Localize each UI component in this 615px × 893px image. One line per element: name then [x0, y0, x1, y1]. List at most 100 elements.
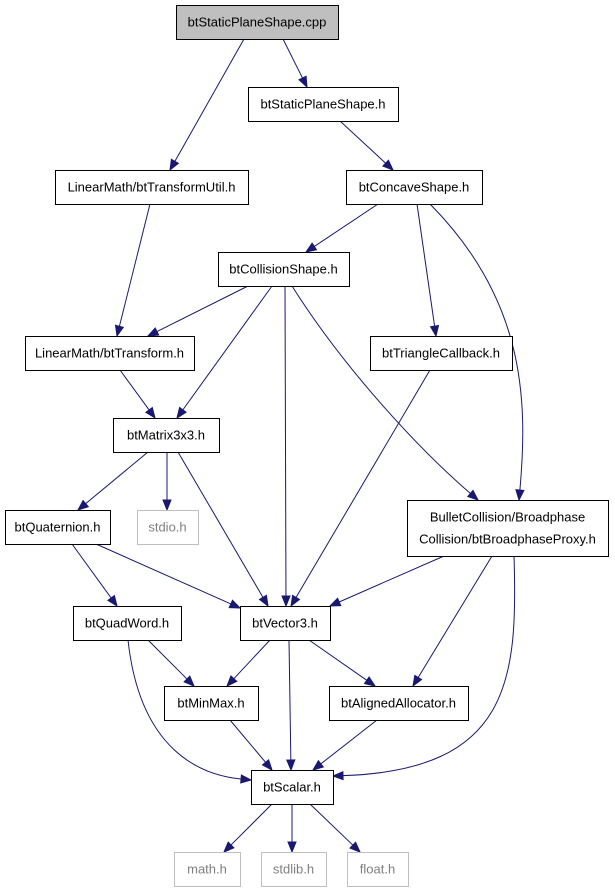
node-label: btQuaternion.h — [14, 520, 100, 535]
arrowhead-icon — [240, 774, 253, 784]
node-btQuadWord_h[interactable]: btQuadWord.h — [73, 606, 182, 641]
edge-btTransform_h-to-btMatrix3x3_h — [119, 369, 156, 420]
node-btTriangleCallback_h[interactable]: btTriangleCallback.h — [370, 336, 513, 371]
node-float_h: float.h — [347, 852, 409, 887]
node-btConcaveShape_h[interactable]: btConcaveShape.h — [346, 170, 483, 205]
edge-btVector3_h-to-btMinMax_h — [226, 639, 271, 687]
edge-line — [147, 639, 188, 680]
node-box — [370, 336, 513, 371]
arrowhead-icon — [349, 841, 361, 853]
edge-line — [320, 719, 378, 765]
node-btMinMax_h[interactable]: btMinMax.h — [164, 686, 259, 721]
arrowhead-icon — [412, 674, 423, 688]
edge-line — [233, 639, 271, 680]
edge-line — [230, 803, 273, 846]
arrowhead-icon — [331, 770, 344, 781]
node-label: btScalar.h — [263, 780, 321, 795]
edge-line — [177, 451, 264, 598]
edge-line — [156, 285, 249, 332]
edge-line — [119, 369, 150, 411]
edge-btQuaternion_h-to-btQuadWord_h — [71, 543, 118, 608]
edges-layer — [71, 38, 525, 854]
edge-btScalar_h-to-float_h — [309, 803, 361, 853]
node-btCollisionShape_h[interactable]: btCollisionShape.h — [218, 252, 350, 287]
node-label: btMatrix3x3.h — [127, 428, 205, 443]
edge-line — [417, 555, 493, 678]
node-box — [251, 770, 334, 805]
edge-btConcaveShape_h-to-btBroadphaseProxy_h — [429, 203, 525, 502]
node-box — [164, 686, 259, 721]
arrowhead-icon — [429, 324, 440, 338]
edge-btConcaveShape_h-to-btTriangleCallback_h — [416, 203, 440, 338]
edge-btBroadphaseProxy_h-to-btScalar_h — [331, 555, 516, 781]
edge-btScalar_h-to-stdlib_h — [287, 804, 297, 854]
node-btAlignedAllocator_h[interactable]: btAlignedAllocator.h — [329, 686, 469, 721]
node-box — [248, 87, 399, 122]
arrowhead-icon — [76, 499, 90, 511]
edge-line — [282, 38, 303, 79]
node-btMatrix3x3_h[interactable]: btMatrix3x3.h — [113, 418, 220, 453]
node-label: LinearMath/btTransformUtil.h — [68, 180, 236, 195]
edge-line — [127, 639, 242, 780]
edge-line — [174, 38, 245, 162]
edge-line — [429, 203, 524, 491]
node-btQuaternion_h[interactable]: btQuaternion.h — [5, 510, 111, 545]
arrowhead-icon — [287, 841, 297, 854]
node-btVector3_h[interactable]: btVector3.h — [240, 606, 331, 641]
node-btBroadphaseProxy_h[interactable]: BulletCollision/BroadphaseCollision/btBr… — [407, 500, 609, 557]
edge-line — [416, 203, 436, 327]
edge-btMinMax_h-to-btScalar_h — [229, 719, 273, 772]
node-label: btVector3.h — [252, 616, 318, 631]
arrowhead-icon — [226, 675, 238, 687]
node-box — [240, 606, 331, 641]
node-btStaticPlaneShape_h[interactable]: btStaticPlaneShape.h — [248, 87, 399, 122]
node-box — [5, 510, 111, 545]
edge-btScalar_h-to-math_h — [223, 803, 273, 853]
edge-btMatrix3x3_h-to-btQuaternion_h — [76, 451, 149, 511]
node-btScalar_h[interactable]: btScalar.h — [251, 770, 334, 805]
edge-btVector3_h-to-btScalar_h — [286, 639, 296, 772]
edge-btBroadphaseProxy_h-to-btAlignedAllocator_h — [412, 555, 493, 688]
edge-line — [339, 120, 386, 164]
node-box — [329, 686, 469, 721]
node-box — [174, 852, 241, 887]
edge-line — [338, 555, 445, 603]
node-btStaticPlaneShape_cpp[interactable]: btStaticPlaneShape.cpp — [176, 5, 339, 40]
node-btTransform_h[interactable]: LinearMath/btTransform.h — [25, 336, 195, 371]
edge-btStaticPlaneShape_cpp-to-btTransformUtil_h — [169, 38, 245, 172]
node-box — [407, 500, 609, 557]
edge-line — [229, 719, 266, 763]
edge-btQuadWord_h-to-btMinMax_h — [147, 639, 195, 687]
node-box — [113, 418, 220, 453]
node-label: float.h — [360, 862, 395, 877]
arrowhead-icon — [290, 594, 301, 608]
node-label: btQuadWord.h — [85, 616, 169, 631]
node-label: btStaticPlaneShape.cpp — [188, 15, 327, 30]
node-stdio_h: stdio.h — [137, 510, 199, 545]
arrowhead-icon — [286, 759, 296, 772]
edge-btCollisionShape_h-to-btBroadphaseProxy_h — [291, 285, 480, 501]
edge-line — [342, 555, 516, 777]
edge-btBroadphaseProxy_h-to-btVector3_h — [328, 555, 445, 607]
arrowhead-icon — [261, 758, 273, 772]
arrowhead-icon — [183, 675, 195, 687]
node-label: LinearMath/btTransform.h — [35, 346, 184, 361]
node-label: btMinMax.h — [177, 696, 244, 711]
edge-line — [118, 203, 151, 327]
arrowhead-icon — [363, 676, 377, 687]
edge-btMatrix3x3_h-to-btVector3_h — [177, 451, 269, 608]
node-btTransformUtil_h[interactable]: LinearMath/btTransformUtil.h — [55, 170, 249, 205]
arrowhead-icon — [223, 841, 235, 853]
arrowhead-icon — [515, 489, 525, 502]
node-math_h: math.h — [174, 852, 241, 887]
edge-line — [291, 285, 471, 494]
arrowhead-icon — [114, 324, 125, 338]
node-label: BulletCollision/Broadphase — [430, 510, 585, 525]
arrowhead-icon — [311, 759, 325, 771]
arrowhead-icon — [107, 594, 118, 608]
node-label: stdlib.h — [273, 862, 314, 877]
edge-line — [95, 543, 232, 605]
arrowhead-icon — [162, 499, 172, 512]
edge-line — [85, 451, 149, 505]
